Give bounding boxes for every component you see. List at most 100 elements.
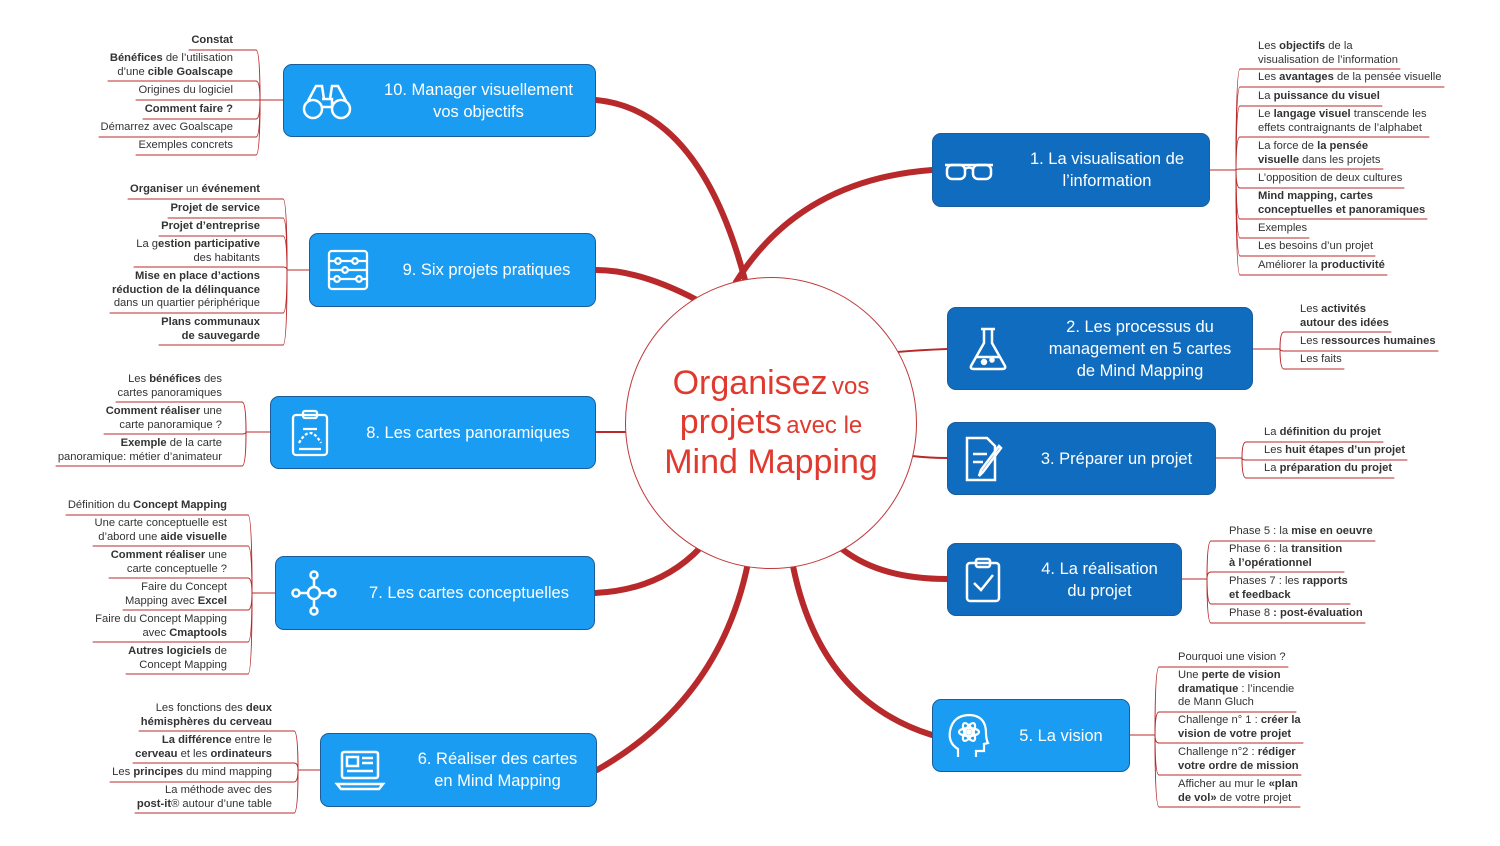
connector-4-1 — [1181, 540, 1212, 580]
central-topic[interactable]: Organisez vos projets avec le Mind Mappi… — [625, 277, 917, 569]
subtopic-1-2-line-1: Les avantages de la pensée visuelle — [1258, 71, 1442, 83]
subtopic-1-6[interactable]: L’opposition de deux cultures — [1258, 172, 1402, 186]
subtopic-8-3-line-2: panoramique: métier d’animateur — [57, 450, 222, 463]
subtopic-4-1[interactable]: Phase 5 : la mise en oeuvre — [1229, 525, 1373, 539]
subtopic-1-1-line-2: visualisation de l’information — [1258, 53, 1398, 66]
connector-1-9 — [1209, 169, 1241, 257]
subtopic-7-3-line-1: Comment réaliser une — [110, 549, 227, 561]
connector-4-4 — [1181, 578, 1212, 624]
topic-4-line-1: 4. La réalisation — [1041, 559, 1158, 578]
subtopic-1-9[interactable]: Les besoins d’un projet — [1258, 240, 1373, 254]
subtopic-9-6-line-2: de sauvegarde — [181, 329, 260, 342]
subtopic-4-1-line-1: Phase 5 : la mise en oeuvre — [1229, 525, 1373, 537]
subtopic-1-8[interactable]: Exemples — [1258, 222, 1307, 236]
topic-8-cartes-panoramiques[interactable]: 8. Les cartes panoramiques — [270, 396, 596, 469]
subtopic-7-1[interactable]: Définition du Concept Mapping — [68, 499, 227, 513]
subtopic-10-4[interactable]: Comment faire ? — [145, 103, 233, 117]
subtopic-1-2[interactable]: Les avantages de la pensée visuelle — [1258, 71, 1442, 85]
subtopic-10-5[interactable]: Démarrez avec Goalscape — [101, 121, 233, 135]
subtopic-10-1[interactable]: Constat — [191, 34, 233, 48]
topic-10-line-1: 10. Manager visuellement — [384, 80, 573, 99]
subtopic-3-1[interactable]: La définition du projet — [1264, 426, 1381, 440]
subtopic-6-3[interactable]: Les principes du mind mapping — [112, 766, 272, 780]
subtopic-10-6[interactable]: Exemples concrets — [138, 139, 233, 153]
subtopic-10-5-line-1: Démarrez avec Goalscape — [100, 121, 233, 133]
subtopic-10-3[interactable]: Origines du logiciel — [138, 84, 233, 98]
subtopic-5-3-line-2: vision de votre projet — [1178, 727, 1292, 740]
topic-9-six-projets[interactable]: 9. Six projets pratiques — [309, 233, 596, 307]
subtopic-3-3[interactable]: La préparation du projet — [1264, 462, 1392, 476]
subtopic-3-2-line-1: Les huit étapes d’un projet — [1264, 444, 1406, 456]
topic-9-line-1: 9. Six projets pratiques — [402, 261, 571, 279]
subtopic-9-2[interactable]: Projet de service — [170, 202, 260, 216]
subtopic-10-2-line-1: Bénéfices de l’utilisation — [109, 52, 233, 64]
subtopic-5-5-line-2: de vol» de votre projet — [1178, 791, 1292, 804]
connector-2-3 — [1252, 348, 1285, 370]
clipboard-check-icon — [948, 557, 1018, 603]
subtopic-1-5-line-1: La force de la pensée — [1258, 140, 1369, 152]
subtopic-4-4[interactable]: Phase 8 : post-évaluation — [1229, 607, 1363, 621]
glasses-icon — [933, 155, 1005, 185]
topic-7-cartes-conceptuelles[interactable]: 7. Les cartes conceptuelles — [275, 556, 595, 630]
subtopic-9-1[interactable]: Organiser un événement — [130, 183, 260, 197]
subtopic-3-1-line-1: La définition du projet — [1264, 426, 1381, 438]
subtopic-2-2[interactable]: Les ressources humaines — [1300, 335, 1436, 349]
subtopic-2-3-line-1: Les faits — [1300, 353, 1342, 365]
connector-7-6 — [247, 592, 276, 675]
subtopic-7-4-line-1: Faire du Concept — [141, 581, 227, 593]
subtopic-2-1-line-2: autour des idées — [1300, 316, 1389, 329]
subtopic-4-4-line-1: Phase 8 : post-évaluation — [1229, 607, 1363, 619]
subtopic-3-2[interactable]: Les huit étapes d’un projet — [1264, 444, 1405, 458]
subtopic-5-1[interactable]: Pourquoi une vision ? — [1178, 651, 1286, 665]
subtopic-1-10[interactable]: Améliorer la productivité — [1258, 259, 1385, 273]
subtopic-1-4-line-1: Le langage visuel transcende les — [1258, 108, 1427, 120]
connector-6-1 — [293, 730, 321, 771]
subtopic-5-4-line-2: votre ordre de mission — [1178, 759, 1299, 772]
subtopic-1-3[interactable]: La puissance du visuel — [1258, 90, 1380, 104]
topic-3-preparer[interactable]: 3. Préparer un projet — [947, 422, 1216, 495]
topic-5-line-1: 5. La vision — [1019, 726, 1103, 745]
subtopic-2-3[interactable]: Les faits — [1300, 353, 1342, 367]
laptop-icon — [321, 748, 399, 792]
clipboard-chart-icon — [271, 409, 349, 457]
subtopic-9-3[interactable]: Projet d’entreprise — [161, 220, 260, 234]
connector-1-8 — [1209, 169, 1241, 239]
subtopic-9-3-line-1: Projet d’entreprise — [161, 220, 260, 232]
topic-5-vision[interactable]: 5. La vision — [932, 699, 1130, 772]
document-pen-icon — [948, 434, 1018, 484]
subtopic-6-1-line-1: Les fonctions des deux — [155, 702, 272, 714]
subtopic-9-1-line-1: Organiser un événement — [130, 183, 260, 195]
